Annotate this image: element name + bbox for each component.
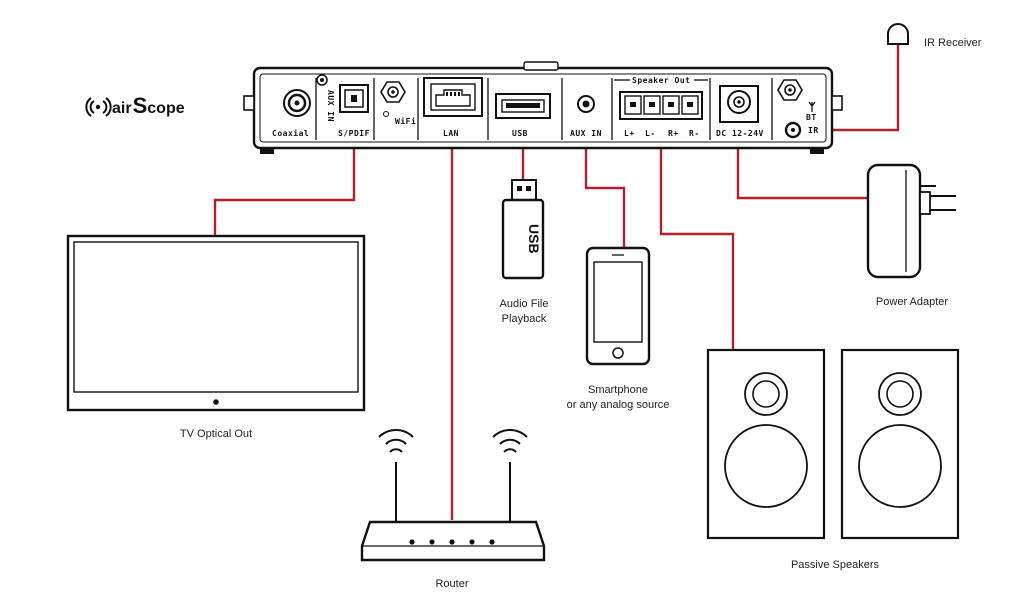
bt-antenna-port: BT — [777, 79, 817, 122]
speaker-left — [706, 348, 826, 540]
airscope-logo: airScope — [85, 93, 185, 118]
logo-prefix: air — [112, 100, 132, 117]
speaker-out-label: Speaker Out — [632, 76, 690, 85]
aux-in-vertical-label: AUX IN — [326, 90, 335, 122]
lan-port: LAN — [423, 77, 483, 138]
logo-suffix: cope — [147, 100, 184, 117]
power-adapter-label: Power Adapter — [876, 296, 948, 308]
wire-spdif-to-tv — [213, 110, 356, 236]
spdif-port: S/PDIF — [338, 84, 370, 138]
smartphone: Smartphone or any analog source — [567, 246, 670, 411]
device-top-tab — [523, 61, 559, 71]
wifi-signal-icon — [492, 428, 528, 453]
airscope-device: Coaxial AUX IN S/PDIF WiFi — [243, 61, 843, 154]
power-adapter: Power Adapter — [866, 163, 956, 308]
ir-port: IR — [784, 121, 819, 139]
dc-label: DC 12-24V — [716, 129, 764, 138]
signal-waves-icon — [85, 97, 112, 117]
coaxial-label: Coaxial — [272, 128, 309, 138]
device-foot-right — [810, 148, 824, 154]
tv: TV Optical Out — [66, 234, 366, 440]
aux-in-label: AUX IN — [570, 129, 602, 138]
home-button — [612, 347, 624, 359]
smartphone-caption-line-1: Smartphone — [588, 384, 648, 396]
router: Router — [360, 428, 546, 590]
terminal-l-plus: L+ — [624, 129, 635, 138]
terminal-r-minus: R- — [689, 129, 700, 138]
terminal-r-plus: R+ — [668, 129, 679, 138]
wire-speaker-out-to-speakers — [659, 100, 735, 350]
aux-in-mini-port: AUX IN — [316, 74, 335, 122]
wifi-label: WiFi — [395, 116, 416, 126]
passive-speakers: Passive Speakers — [706, 348, 960, 571]
wifi-signal-icon — [378, 428, 414, 453]
ir-receiver-label: IR Receiver — [924, 37, 982, 49]
ir-label: IR — [808, 126, 819, 135]
smartphone-caption-line-2: or any analog source — [567, 399, 670, 411]
wifi-antenna-port: WiFi — [380, 81, 416, 126]
device-side-mount-right — [831, 95, 843, 111]
device-side-mount-left — [243, 95, 255, 111]
usb-label: USB — [512, 129, 528, 138]
usb-stick: USB Audio File Playback — [500, 179, 549, 325]
terminal-l-minus: L- — [645, 129, 656, 138]
speaker-right — [840, 348, 960, 540]
usb-caption-line-2: Playback — [502, 313, 547, 325]
bt-label: BT — [806, 113, 817, 122]
router-label: Router — [435, 578, 468, 590]
usb-stick-label: USB — [526, 224, 542, 254]
wire-aux-to-smartphone — [584, 112, 626, 250]
speaker-out-terminal: Speaker Out L+ L- R+ R- — [614, 76, 708, 138]
usb-caption-line-1: Audio File — [500, 298, 549, 310]
aux-in-port: AUX IN — [570, 95, 602, 138]
ir-receiver: IR Receiver — [887, 23, 982, 49]
spdif-label: S/PDIF — [338, 129, 370, 138]
device-inner-bezel — [259, 73, 827, 143]
svg-text:airScope: airScope — [112, 93, 185, 118]
lan-label: LAN — [443, 129, 459, 138]
speakers-label: Passive Speakers — [791, 559, 880, 571]
tv-power-led — [213, 399, 219, 405]
coaxial-port: Coaxial — [272, 89, 311, 138]
dc-power-port: DC 12-24V — [716, 85, 764, 138]
device-foot-left — [260, 148, 274, 154]
tv-label: TV Optical Out — [180, 428, 252, 440]
router-status-lights — [409, 539, 495, 545]
logo-letter: S — [133, 93, 148, 118]
usb-port: USB — [495, 93, 551, 138]
